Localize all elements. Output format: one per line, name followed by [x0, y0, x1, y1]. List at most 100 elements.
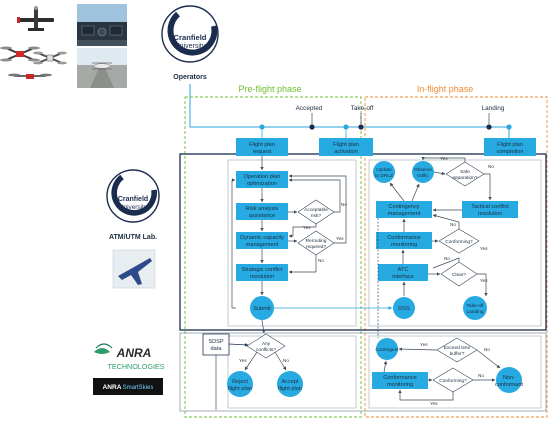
takeoff-landing-node: Take-off Landing	[463, 296, 487, 320]
update-drlz-line2: to DRLZ	[375, 173, 393, 179]
rerouting-decision: Rerouting required?	[297, 230, 335, 256]
safe-separation-line1: Safe	[460, 169, 470, 175]
contingency-mgmt-line1: Contingency	[388, 204, 419, 210]
milestone-accepted: Accepted	[296, 105, 323, 112]
anra-smartskies-badge: ANRA SmartSkies	[93, 378, 163, 395]
safe-separation-line2: separation?	[452, 175, 477, 181]
atm-lab-label: ATM/UTM Lab.	[109, 234, 157, 241]
anra-name: ANRA	[116, 346, 152, 360]
takeoff-landing-line2: Landing	[466, 309, 483, 315]
drone-fleet-image	[0, 4, 68, 86]
atm-logo-bottom: University	[119, 204, 148, 211]
conforming-label: Conforming?	[445, 239, 473, 245]
observe-traffic-line1: Observe	[414, 167, 432, 173]
clear-label: Clear?	[452, 272, 466, 278]
label-no-exceed: No	[484, 347, 490, 352]
label-yes-separation: Yes	[440, 156, 448, 161]
operation-plan-line1: Operation plan	[244, 174, 281, 180]
risk-analysis-box: Risk analysis assistance	[236, 203, 288, 220]
strategic-conflict-line1: Strategic conflict	[241, 267, 282, 273]
sdsp-line1: SDSP	[208, 339, 224, 345]
conformance-b-line1: Conformance	[383, 375, 417, 381]
nonconformant-line1: Non-	[503, 375, 515, 381]
inflight-phase-box	[364, 96, 548, 418]
update-drlz-line1: Update	[376, 167, 392, 173]
label-no-conforming-b: No	[478, 373, 484, 378]
anra-system-box	[179, 332, 547, 412]
accept-line1: Accept	[281, 379, 299, 385]
anra-technologies: TECHNOLOGIES	[107, 362, 164, 371]
nonconformant-node: Non- conformant	[495, 367, 523, 393]
label-no-clear: No	[444, 256, 450, 261]
aircraft-badge-image	[112, 249, 156, 289]
contingency-management-box: Contingency management	[376, 201, 432, 218]
rerouting-line1: Rerouting	[306, 238, 327, 244]
exceed-buffer-line2: buffer?	[450, 351, 465, 357]
any-conflicts-decision: Any conflicts?	[246, 333, 286, 359]
preflight-phase-box	[184, 96, 362, 418]
dss-node: DSS	[393, 297, 415, 319]
label-yes-conforming: Yes	[480, 246, 488, 251]
strategic-conflict-box: Strategic conflict resolution	[236, 264, 288, 281]
timeline-dot-completion	[506, 124, 512, 130]
operation-plan-line2: optimization	[247, 181, 277, 187]
conformance-monitoring-box: Conformance monitoring	[376, 232, 432, 249]
tactical-conflict-box: Tactical conflict resolution	[462, 201, 518, 218]
inflight-inner-box	[368, 159, 542, 327]
exceed-buffer-decision: Exceed time buffer?	[436, 337, 478, 363]
airport-view-image	[77, 48, 127, 88]
label-yes-clear: Yes	[480, 278, 488, 283]
any-conflicts-line1: Any	[262, 341, 271, 347]
atm-cranfield-logo: Cranfield University	[106, 169, 160, 223]
accept-flight-plan-node: Accept flight plan	[277, 371, 303, 397]
atc-interface-box: ATC interface	[378, 264, 428, 281]
conforming-decision: Conforming?	[438, 228, 480, 254]
anra-badge-left: ANRA	[102, 384, 121, 391]
takeoff-landing-line1: Take-off	[467, 303, 485, 309]
label-yes-conflicts: Yes	[239, 358, 247, 363]
milestone-landing: Landing	[482, 105, 505, 112]
rerouting-line2: required?	[306, 244, 327, 250]
risk-analysis-line2: assistance	[249, 213, 275, 219]
milestone-takeoff: Take-off	[351, 105, 374, 112]
atm-logo-top: Cranfield	[118, 196, 148, 203]
operators-logo-top: Cranfield	[174, 33, 207, 42]
reject-line1: Reject	[232, 379, 248, 385]
observe-traffic-node: Observe traffic	[412, 161, 434, 183]
contingent-node: Contingent	[375, 338, 399, 360]
preflight-phase-title: Pre-flight phase	[238, 84, 301, 94]
conformance-line2: monitoring	[391, 242, 417, 248]
reject-flight-plan-node: Reject flight plan	[227, 371, 253, 397]
contingent-label: Contingent	[375, 347, 399, 353]
nonconformant-line2: conformant	[495, 382, 523, 388]
label-no-conflicts: No	[283, 358, 289, 363]
label-yes-conforming-b: Yes	[430, 401, 438, 406]
dynamic-capacity-box: Dynamic capacity management	[236, 232, 288, 249]
flight-plan-completion-line1: Flight plan	[497, 142, 523, 148]
acceptable-risk-line1: Acceptable	[304, 207, 328, 213]
conformance-line1: Conformance	[387, 235, 421, 241]
tactical-conflict-line1: Tactical conflict	[471, 204, 509, 210]
observe-traffic-line2: traffic	[417, 173, 429, 179]
label-no-conforming: No	[450, 222, 456, 227]
operation-plan-box: Operation plan optimization	[236, 171, 288, 188]
operators-logo-bottom: University	[175, 43, 206, 50]
label-yes-risk: Yes	[303, 225, 311, 230]
contingency-mgmt-line2: management	[388, 211, 421, 217]
strategic-conflict-line2: resolution	[250, 274, 274, 280]
tactical-conflict-line2: resolution	[478, 211, 502, 217]
flight-plan-request-line1: Flight plan	[249, 142, 275, 148]
dss-label: DSS	[398, 306, 410, 312]
clear-decision: Clear?	[440, 261, 478, 287]
conforming-b-label: Conforming?	[439, 378, 467, 384]
conformance-monitoring-b-box: Conformance monitoring	[372, 372, 428, 389]
submit-node: Submit	[250, 296, 274, 320]
flight-plan-activation-line1: Flight plan	[333, 142, 359, 148]
acceptable-risk-line2: risk?	[311, 213, 321, 219]
timeline-dot-activation	[343, 124, 349, 130]
flight-plan-request-box: Flight plan request	[236, 138, 288, 156]
flight-plan-activation-box: Flight plan activation	[319, 138, 373, 156]
conformance-b-line2: monitoring	[387, 382, 413, 388]
